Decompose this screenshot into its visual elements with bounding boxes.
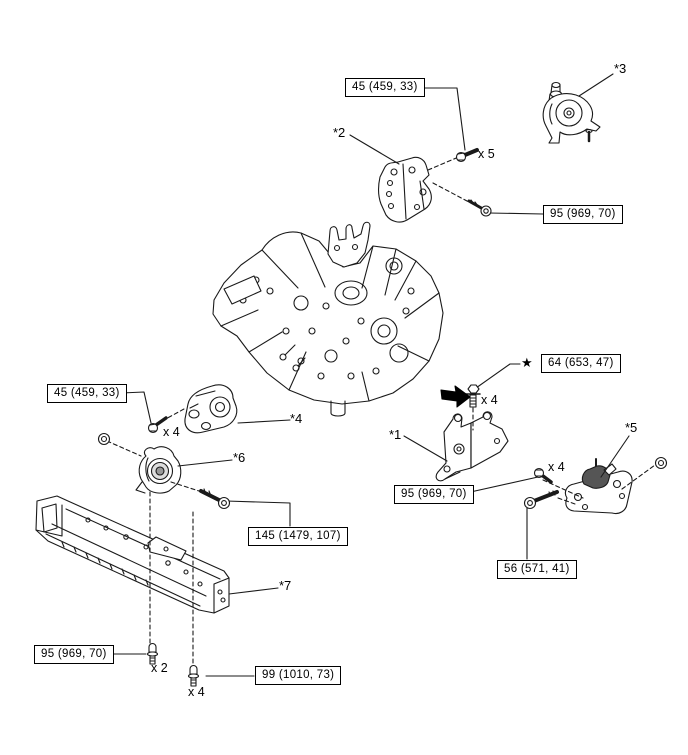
direction-arrow-icon [440,385,471,408]
nut-left-drawing [97,432,111,446]
bolt-45-left-drawing [147,416,168,434]
bolt-95-upper-drawing [467,199,492,217]
torque-label-45-upper: 45 (459, 33) [345,78,425,97]
leader-lines [108,73,630,677]
part-6-insulator-drawing [135,446,182,494]
qty-label-x2-lower: x 2 [151,661,168,675]
torque-label-95-lower: 95 (969, 70) [34,645,114,664]
part-callout-6: *6 [233,450,246,465]
qty-label-x4-mid: x 4 [548,460,565,474]
bolt-56-drawing [523,490,559,510]
torque-label-64: 64 (653, 47) [541,354,621,373]
bolt-45-upper-drawing [455,148,479,163]
qty-label-x4-left: x 4 [163,425,180,439]
part-callout-5: *5 [625,420,638,435]
part-5-mount-drawing [564,458,633,515]
bolt-99-lower-drawing [187,664,200,687]
qty-label-x4-upper: x 4 [481,393,498,407]
part-2-bracket-drawing [378,156,432,223]
part-callout-2: *2 [333,125,346,140]
torque-label-95-upper: 95 (969, 70) [543,205,623,224]
bolt-145-drawing [199,488,231,510]
star-marker-icon: ★ [521,355,533,370]
torque-label-56: 56 (571, 41) [497,560,577,579]
torque-label-95-middle: 95 (969, 70) [394,485,474,504]
torque-label-99: 99 (1010, 73) [255,666,342,685]
part-callout-4: *4 [290,411,303,426]
torque-label-45-left: 45 (459, 33) [47,384,127,403]
part-callout-1: *1 [389,427,402,442]
qty-label-x4-lower: x 4 [188,685,205,699]
bolt-64-drawing [465,384,481,408]
bolt-95-lower-drawing [146,642,159,665]
part-callout-7: *7 [279,578,292,593]
part-4-bracket-drawing [184,384,238,434]
torque-label-145: 145 (1479, 107) [248,527,348,546]
part-callout-3: *3 [614,61,627,76]
part-1-bracket-drawing [435,411,509,482]
part-3-mount-drawing [542,81,601,144]
nut-right-drawing [654,456,668,470]
transmission-drawing [212,221,444,417]
bolt-95-middle-drawing [533,467,553,484]
qty-label-x5: x 5 [478,147,495,161]
part-7-crossmember-drawing [35,495,230,614]
